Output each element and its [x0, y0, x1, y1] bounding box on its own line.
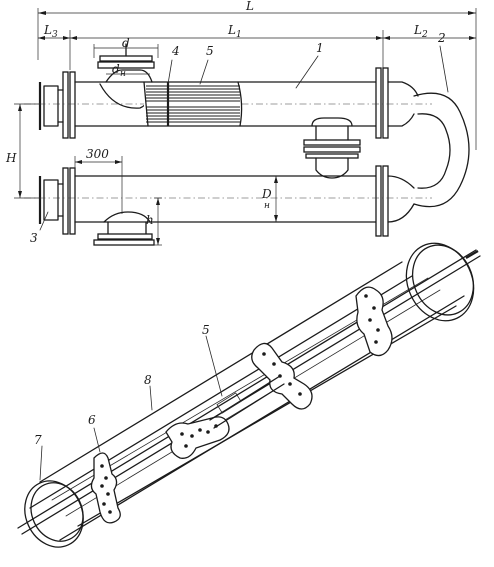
label-nozzle-offset: 300: [86, 147, 109, 161]
baffle-plate-center: [165, 416, 230, 459]
baffle-plate-center-right: [251, 342, 313, 410]
dimension-height: H: [5, 103, 40, 199]
label-shell-diameter: D: [261, 187, 272, 201]
u-tube-exchanger-view: L L 3 L 1 L 2: [5, 0, 477, 246]
upper-shell: d d н: [24, 36, 432, 139]
tube-bundle-cutaway: 4 5: [143, 44, 243, 127]
label-nozzle-outer-diameter-subscript: н: [120, 69, 126, 79]
callout-part-5: 5: [206, 44, 214, 58]
callout-part-2: 2: [437, 31, 446, 45]
tube-bundle-isometric: 7 6: [17, 242, 481, 548]
lower-shell: 3: [24, 165, 432, 246]
dimension-nozzle-offset: 300: [74, 147, 123, 214]
baffle-plate-right: [355, 286, 393, 357]
label-length-1: L: [227, 23, 236, 37]
label-length-3: L: [43, 23, 52, 37]
u-bend-return: 2: [413, 31, 470, 208]
label-nozzle-outer-diameter: d: [112, 62, 120, 76]
label-height: H: [5, 151, 17, 165]
label-length-3-subscript: 3: [52, 30, 58, 40]
label-length-2-subscript: 2: [421, 30, 428, 40]
intershell-connector: [303, 117, 361, 179]
label-shell-diameter-subscript: н: [264, 201, 270, 211]
dimension-nozzle-height: h: [146, 197, 162, 246]
dimension-shell-diameter: D н: [261, 176, 278, 222]
callout-part-4: 4: [171, 44, 180, 58]
callout-shell: 1: [295, 41, 324, 89]
label-overall-length: L: [245, 0, 254, 13]
callout-part-8: 8: [144, 373, 152, 387]
inner-tube: 5: [202, 323, 285, 429]
dimension-segment-lengths: L 3 L 1 L 2: [38, 23, 476, 70]
label-nozzle-height: h: [146, 213, 154, 227]
baffle-plate-left: 6: [88, 413, 121, 524]
label-length-2: L: [413, 23, 422, 37]
dimension-overall-length: L: [37, 0, 477, 150]
label-nozzle-diameter: d: [122, 36, 130, 50]
label-length-1-subscript: 1: [236, 30, 242, 40]
callout-part-1: 1: [316, 41, 324, 55]
callout-part-6: 6: [88, 413, 96, 427]
callout-part-7: 7: [34, 433, 42, 447]
callout-frame-rod: 8: [144, 373, 153, 411]
callout-part-3: 3: [30, 231, 38, 245]
callout-part-5-isometric: 5: [202, 323, 210, 337]
